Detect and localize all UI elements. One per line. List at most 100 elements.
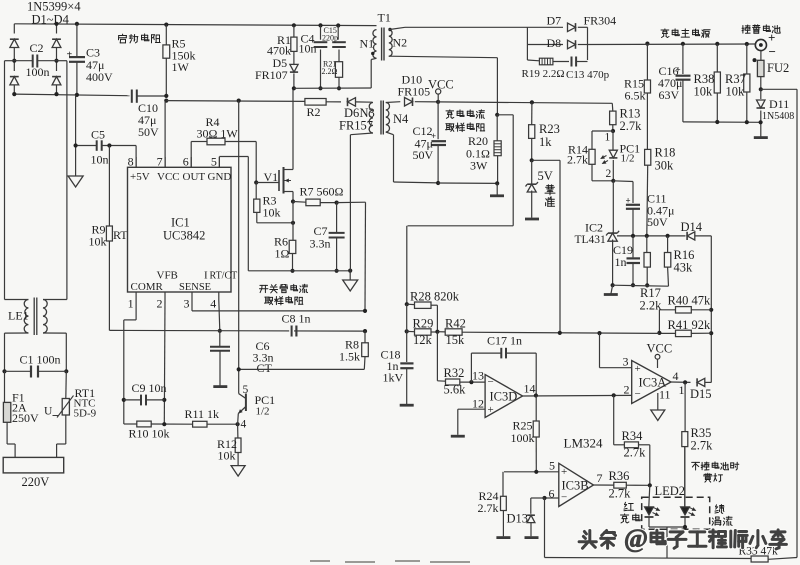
- svg-text:R11 1k: R11 1k: [185, 407, 220, 421]
- svg-text:R42: R42: [445, 317, 466, 331]
- svg-text:R21: R21: [323, 60, 336, 69]
- svg-text:1N5399×4: 1N5399×4: [27, 0, 81, 14]
- svg-text:50V: 50V: [413, 148, 434, 162]
- svg-text:N2: N2: [393, 36, 408, 50]
- svg-text:50V: 50V: [647, 215, 668, 229]
- svg-text:D14: D14: [681, 220, 703, 234]
- svg-text:10k: 10k: [694, 85, 714, 99]
- svg-text:63V: 63V: [659, 88, 680, 102]
- svg-text:UC3842: UC3842: [163, 229, 205, 243]
- svg-text:R33 47k: R33 47k: [739, 546, 779, 558]
- svg-text:IC1: IC1: [171, 216, 190, 230]
- svg-text:U: U: [44, 406, 53, 418]
- svg-text:1: 1: [128, 297, 134, 311]
- svg-text:2.7k: 2.7k: [567, 153, 588, 167]
- svg-text:@: @: [624, 524, 648, 553]
- svg-text:IC2: IC2: [585, 221, 603, 235]
- svg-text:C16: C16: [659, 64, 679, 78]
- svg-text:R2: R2: [307, 105, 321, 119]
- svg-text:4: 4: [241, 419, 247, 431]
- svg-text:R17: R17: [640, 286, 661, 300]
- svg-text:3: 3: [184, 297, 190, 311]
- svg-text:3.3n: 3.3n: [310, 237, 331, 251]
- svg-text:D6: D6: [344, 106, 359, 120]
- svg-text:1n: 1n: [615, 255, 627, 269]
- svg-text:R15: R15: [624, 77, 644, 91]
- svg-text:R37: R37: [725, 72, 746, 86]
- svg-text:C18: C18: [381, 348, 401, 362]
- svg-text:N4: N4: [393, 112, 409, 126]
- svg-text:R35: R35: [691, 426, 712, 440]
- svg-text:7: 7: [597, 471, 603, 485]
- svg-text:VCC: VCC: [428, 78, 454, 92]
- svg-text:R13: R13: [620, 107, 641, 121]
- svg-text:V1: V1: [264, 170, 279, 184]
- svg-text:D1~D4: D1~D4: [32, 13, 70, 27]
- svg-text:FR157: FR157: [339, 119, 373, 133]
- svg-text:5.6k: 5.6k: [444, 383, 467, 397]
- svg-text:100k: 100k: [511, 431, 535, 445]
- svg-text:FU2: FU2: [767, 61, 789, 75]
- svg-text:LE1: LE1: [8, 309, 29, 323]
- svg-text:1.5k: 1.5k: [339, 350, 360, 364]
- svg-text:−: −: [635, 388, 641, 400]
- svg-text:150k: 150k: [172, 49, 196, 63]
- svg-text:+5V: +5V: [130, 171, 150, 183]
- svg-text:C6: C6: [256, 339, 270, 353]
- svg-text:RT/CT: RT/CT: [210, 271, 238, 282]
- svg-text:1/2: 1/2: [621, 153, 635, 165]
- svg-text:R14: R14: [568, 143, 588, 157]
- svg-text:30k: 30k: [655, 159, 675, 173]
- svg-text:47μ: 47μ: [415, 137, 433, 151]
- svg-text:3.3n: 3.3n: [253, 351, 274, 365]
- svg-text:C15: C15: [324, 26, 337, 35]
- svg-text:R7 560Ω: R7 560Ω: [300, 185, 344, 199]
- svg-text:6: 6: [549, 487, 555, 501]
- svg-text:C5: C5: [91, 128, 105, 142]
- svg-text:−: −: [561, 492, 567, 504]
- svg-text:−: −: [769, 44, 776, 59]
- svg-text:7: 7: [157, 155, 163, 169]
- svg-text:VCC: VCC: [647, 342, 673, 356]
- svg-text:R9: R9: [92, 223, 106, 237]
- svg-text:3: 3: [623, 355, 629, 369]
- svg-text:2: 2: [606, 168, 612, 180]
- svg-text:R38: R38: [694, 72, 715, 86]
- svg-text:R41 92k: R41 92k: [668, 318, 711, 332]
- svg-text:10n: 10n: [91, 153, 109, 167]
- svg-text:1k: 1k: [539, 135, 552, 149]
- svg-text:CT: CT: [257, 361, 273, 375]
- svg-text:2: 2: [624, 383, 630, 397]
- svg-text:10k: 10k: [89, 235, 107, 249]
- svg-text:COMR: COMR: [131, 281, 164, 293]
- svg-text:1: 1: [605, 132, 611, 144]
- svg-text:50V: 50V: [138, 125, 159, 139]
- svg-text:R12: R12: [217, 437, 237, 451]
- svg-text:C1 100n: C1 100n: [20, 353, 61, 367]
- svg-text:OUT: OUT: [183, 171, 206, 183]
- svg-text:5: 5: [549, 459, 555, 473]
- svg-text:@: @: [624, 524, 648, 553]
- svg-text:10k: 10k: [263, 206, 281, 220]
- svg-text:470k: 470k: [267, 44, 291, 58]
- svg-text:TL431: TL431: [575, 234, 607, 246]
- svg-text:14: 14: [524, 382, 536, 396]
- svg-text:N1: N1: [360, 37, 375, 51]
- svg-text:11: 11: [659, 388, 671, 402]
- svg-text:10k: 10k: [218, 449, 236, 463]
- svg-text:R3: R3: [263, 194, 277, 208]
- svg-text:6.5k: 6.5k: [625, 89, 646, 103]
- svg-text:10n: 10n: [299, 42, 317, 56]
- svg-text:D15: D15: [690, 387, 712, 401]
- svg-text:+: +: [626, 196, 631, 206]
- svg-text:+: +: [488, 404, 494, 416]
- svg-text:100n: 100n: [26, 65, 50, 79]
- svg-text:2.2Ω: 2.2Ω: [322, 67, 338, 76]
- svg-text:IC3D: IC3D: [490, 390, 518, 404]
- svg-text:I: I: [204, 270, 208, 282]
- svg-text:2.7k: 2.7k: [609, 487, 632, 501]
- svg-text:+: +: [768, 30, 775, 45]
- svg-text:C9 10n: C9 10n: [132, 381, 167, 395]
- svg-text:PC1: PC1: [620, 142, 641, 156]
- svg-text:R18: R18: [655, 146, 676, 160]
